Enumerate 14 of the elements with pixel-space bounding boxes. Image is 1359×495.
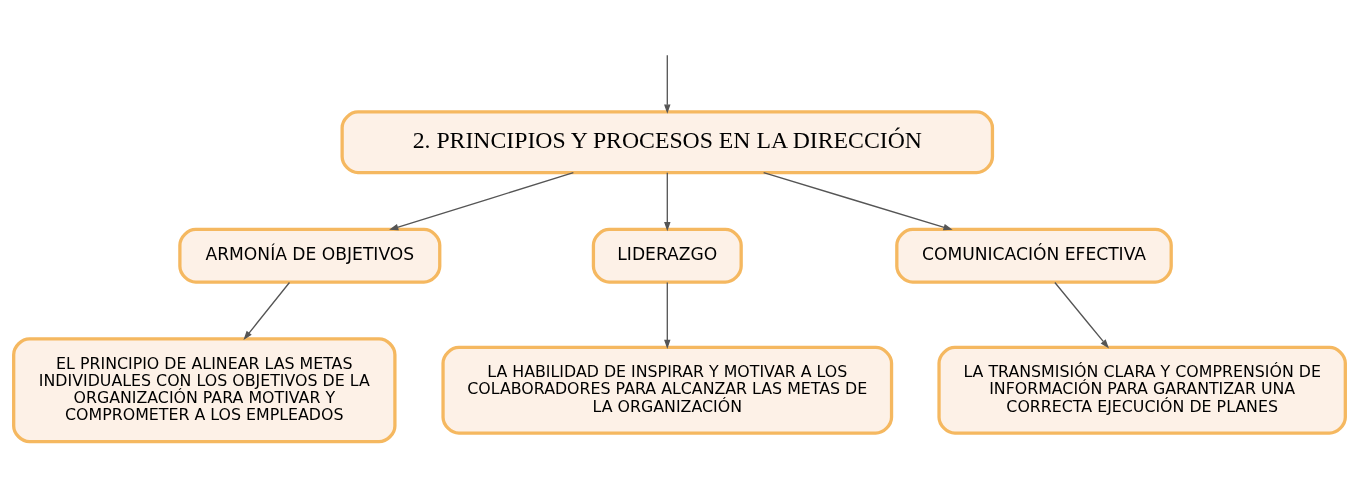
arrow: [763, 171, 953, 230]
arrow: [389, 171, 575, 230]
node-box: LA TRANSMISIÓN CLARA Y COMPRENSIÓN DE INFORMACIÓN PARA GARANTIZAR UNA CORRECTA EJECUCIÓN DE PLANES: [937, 345, 1347, 435]
arrow: [664, 54, 671, 114]
node-box: 2. PRINCIPIOS Y PROCESOS EN LA DIRECCIÓN: [340, 109, 995, 174]
node-box: ARMONÍA DE OBJETIVOS: [178, 227, 442, 284]
node-box: COMUNICACIÓN EFECTIVA: [895, 227, 1173, 284]
arrow: [664, 171, 671, 231]
arrow: [664, 281, 671, 349]
arrow: [243, 281, 291, 340]
node-box: LIDERAZGO: [591, 227, 743, 284]
node-box: LA HABILIDAD DE INSPIRAR Y MOTIVAR A LOS COLABORADORES PARA ALCANZAR LAS METAS DE LA ORGANIZACIÓN: [441, 345, 894, 435]
arrow: [1054, 281, 1110, 349]
node-box: EL PRINCIPIO DE ALINEAR LAS METAS INDIVIDUALES CON LOS OBJETIVOS DE LA ORGANIZACIÓN PARA MOTIVAR Y COMPROMETER A LOS EMPLEADOS: [12, 336, 397, 443]
